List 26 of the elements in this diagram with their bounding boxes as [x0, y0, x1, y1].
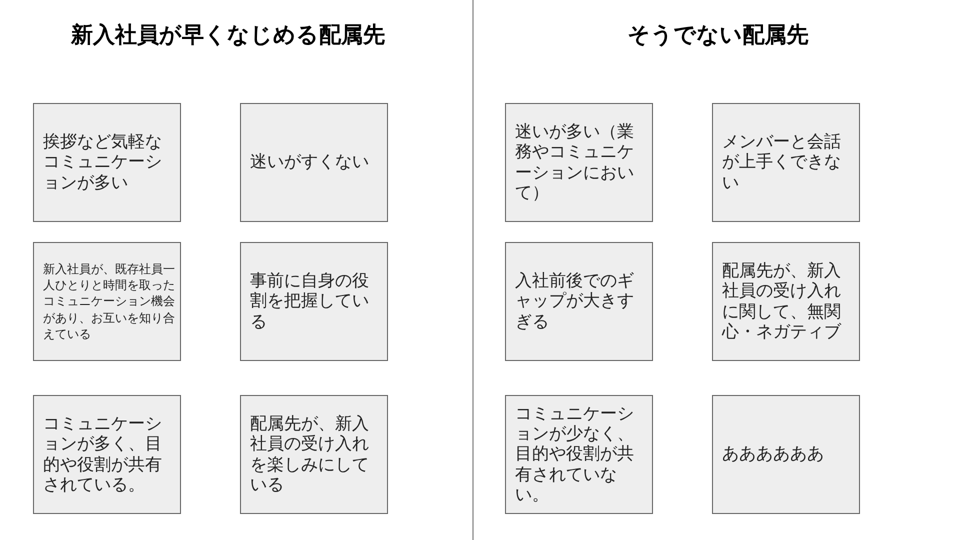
- note-text: 入社前後でのギャップが大きすぎる: [515, 270, 635, 332]
- note-text: コミュニケーションが少なく、目的や役割が共有されていない。: [515, 404, 635, 506]
- note-card: [33, 395, 181, 514]
- column-heading: そうでない配属先: [628, 22, 808, 48]
- note-card: [505, 395, 653, 514]
- note-card: [505, 103, 653, 222]
- note-card: [712, 242, 860, 361]
- column-heading: 新入社員が早くなじめる配属先: [71, 22, 385, 48]
- note-card: [712, 395, 860, 514]
- note-text: 迷いが多い（業務やコミュニケーションにおいて）: [515, 122, 635, 204]
- note-text: メンバーと会話が上手くできない: [722, 132, 842, 194]
- note-card: [33, 242, 181, 361]
- note-card: [33, 103, 181, 222]
- note-text: 配属先が、新入社員の受け入れに関して、無関心・ネガティブ: [722, 260, 842, 342]
- note-text: ああああああ: [722, 444, 824, 465]
- note-text: コミュニケーションが多く、目的や役割が共有されている。: [43, 414, 163, 496]
- note-card: [712, 103, 860, 222]
- note-card: [240, 103, 388, 222]
- note-card: [240, 395, 388, 514]
- note-text: 挨拶など気軽なコミュニケーションが多い: [43, 132, 163, 194]
- note-text: 迷いがすくない: [250, 152, 369, 173]
- note-text: 事前に自身の役割を把握している: [250, 270, 370, 332]
- note-card: [505, 242, 653, 361]
- note-card: [240, 242, 388, 361]
- note-text: 新入社員が、既存社員一人ひとりと時間を取ったコミュニケーション機会があり、お互いを知り合えている: [43, 261, 175, 342]
- note-text: 配属先が、新入社員の受け入れを楽しみにしている: [250, 414, 370, 496]
